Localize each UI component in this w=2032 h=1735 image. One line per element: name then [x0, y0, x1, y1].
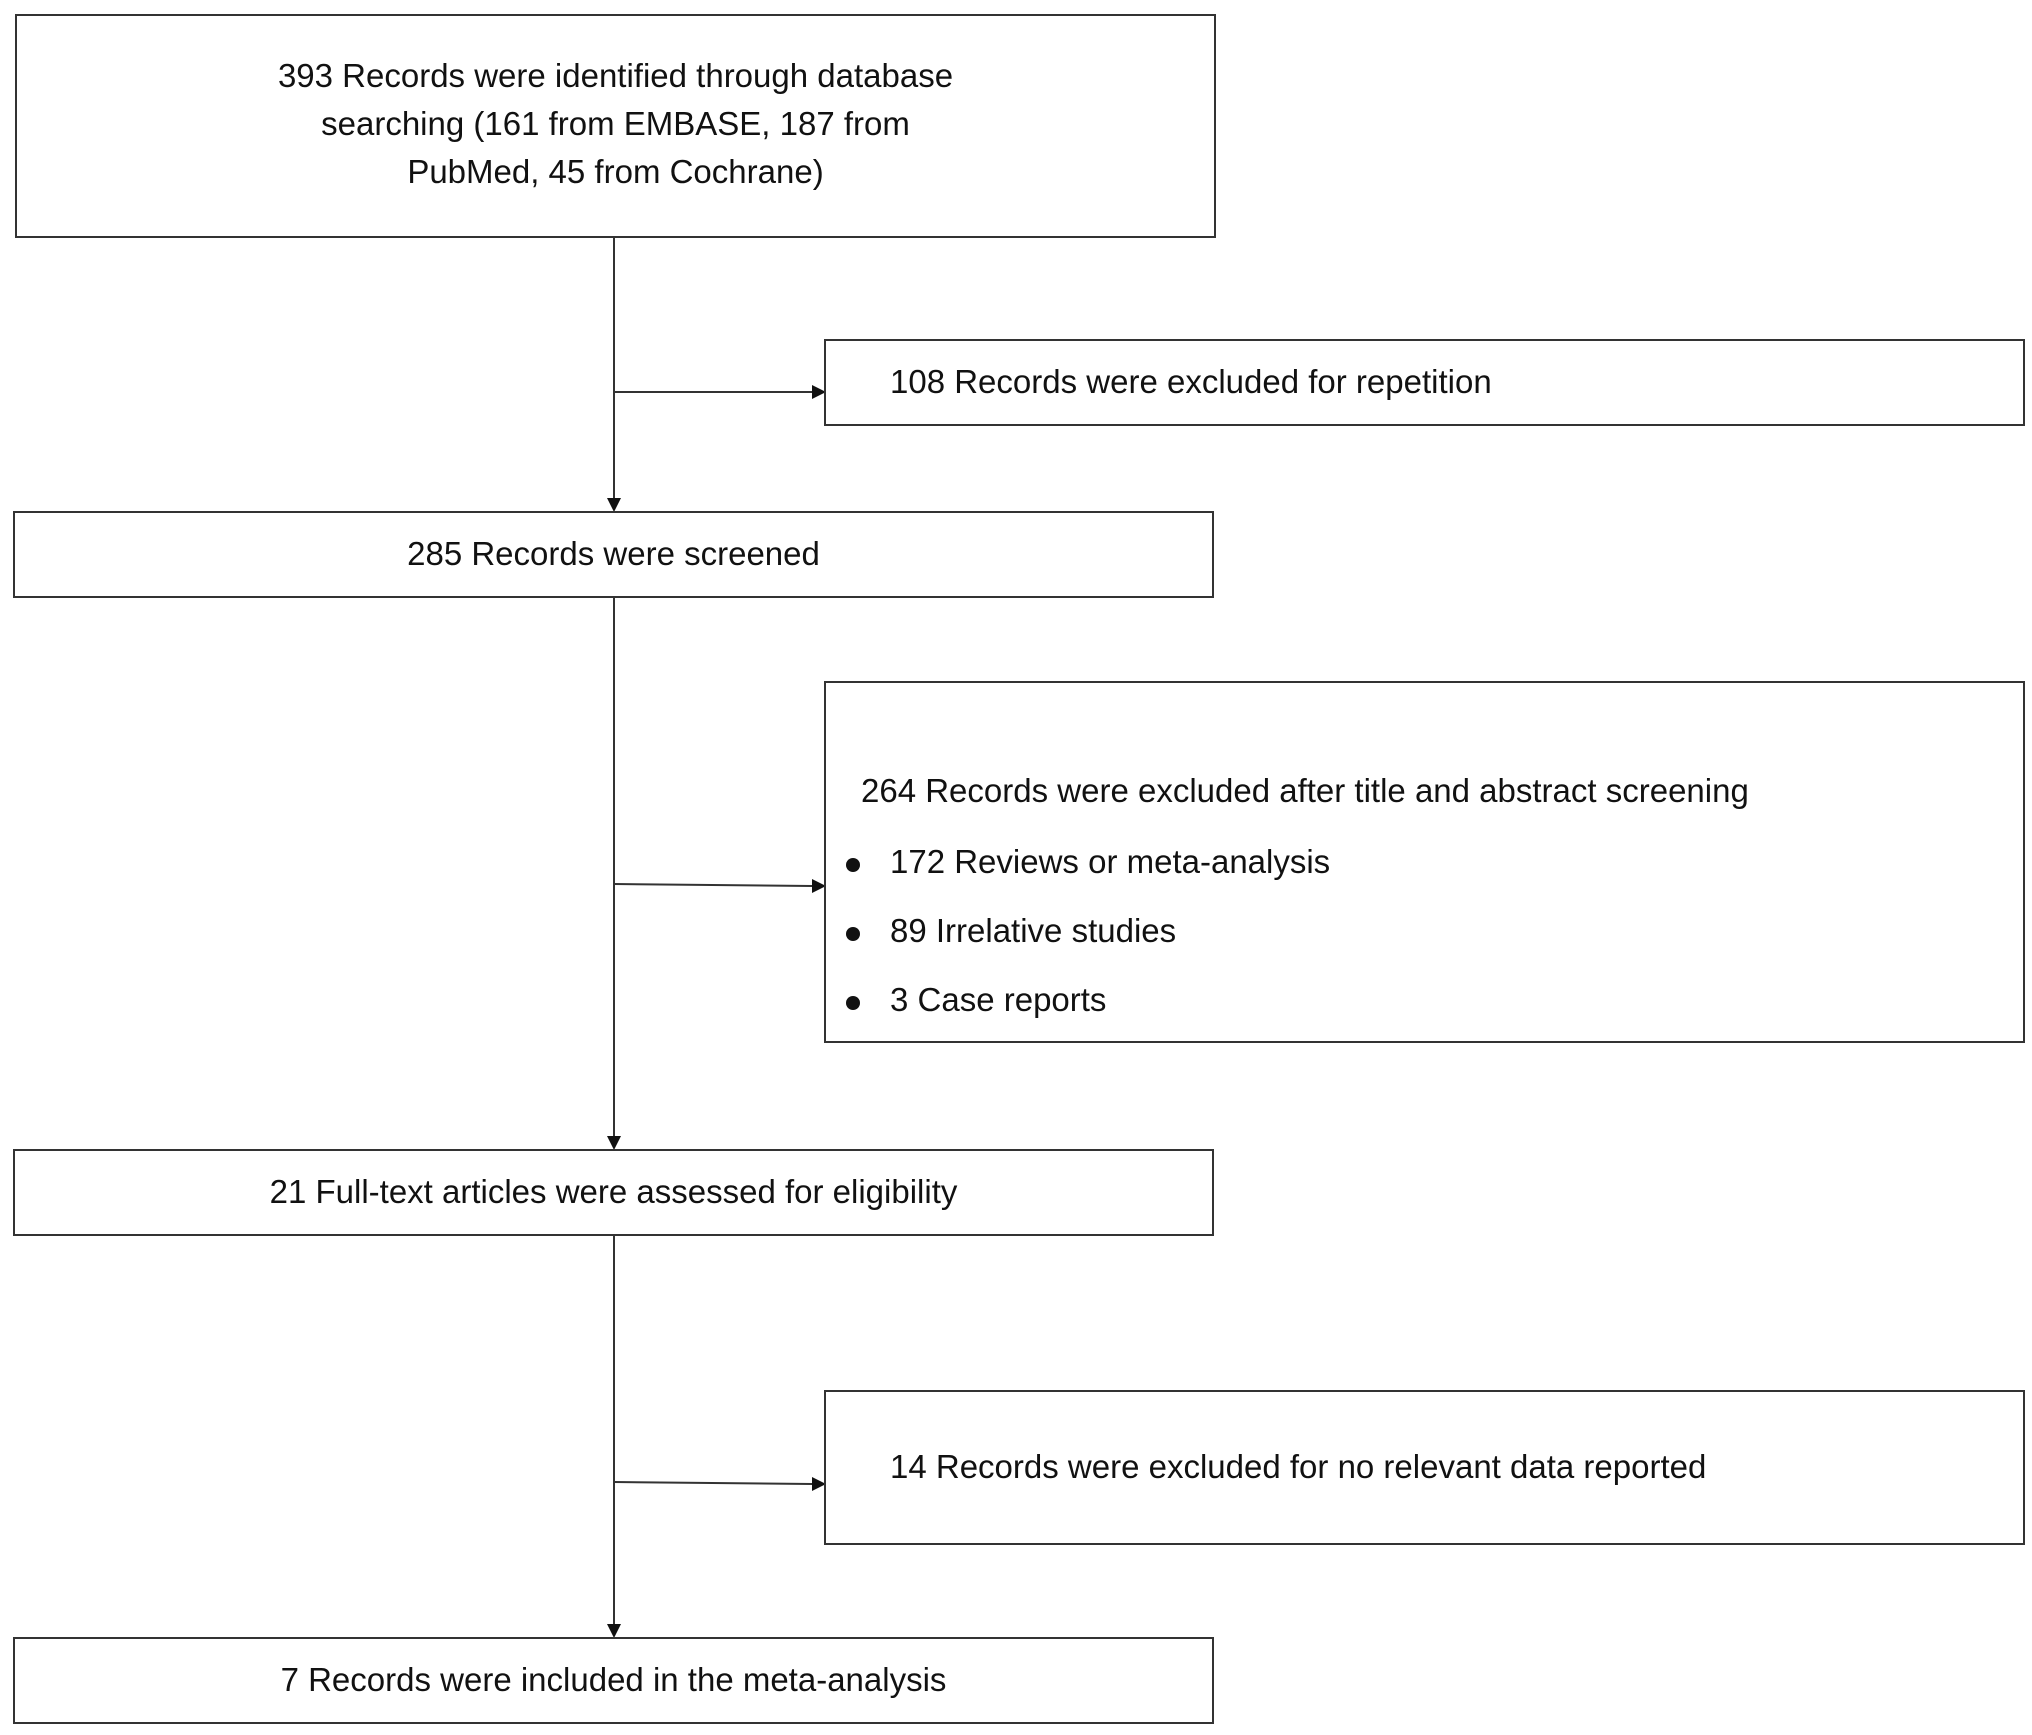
included-text: 7 Records were included in the meta-anal… — [280, 1661, 947, 1698]
screened-box: 285 Records were screened — [13, 511, 1214, 598]
arrowhead-to-assessed — [607, 1136, 621, 1150]
identified-box: 393 Records were identified through data… — [15, 14, 1216, 238]
included-box: 7 Records were included in the meta-anal… — [13, 1637, 1214, 1724]
bullet-icon — [846, 858, 860, 872]
connector-to-excluded-no-data — [613, 1481, 813, 1485]
excluded-screening-item-1: 172 Reviews or meta-analysis — [890, 843, 1331, 880]
excluded-no-data-text: 14 Records were excluded for no relevant… — [890, 1448, 1707, 1485]
connector-to-excluded-screening — [613, 883, 813, 887]
excluded-repetition-box: 108 Records were excluded for repetition — [824, 339, 2025, 426]
identified-line-1: 393 Records were identified through data… — [277, 57, 954, 94]
assessed-box: 21 Full-text articles were assessed for … — [13, 1149, 1214, 1236]
identified-line-3: PubMed, 45 from Cochrane) — [407, 153, 824, 190]
excluded-screening-item-3: 3 Case reports — [890, 981, 1107, 1018]
arrowhead-to-excluded-screening — [812, 879, 826, 893]
bullet-icon — [846, 927, 860, 941]
excluded-screening-heading: 264 Records were excluded after title an… — [861, 772, 1749, 809]
excluded-no-data-box: 14 Records were excluded for no relevant… — [824, 1390, 2025, 1545]
identified-line-2: searching (161 from EMBASE, 187 from — [321, 105, 910, 142]
screened-text: 285 Records were screened — [407, 535, 820, 572]
arrowhead-to-included — [607, 1624, 621, 1638]
excluded-screening-box: 264 Records were excluded after title an… — [824, 681, 2025, 1043]
assessed-text: 21 Full-text articles were assessed for … — [269, 1173, 958, 1210]
excluded-screening-item-2: 89 Irrelative studies — [890, 912, 1177, 949]
arrowhead-to-screened — [607, 498, 621, 512]
arrowhead-to-excluded-no-data — [812, 1477, 826, 1491]
excluded-repetition-text: 108 Records were excluded for repetition — [890, 363, 1492, 400]
bullet-icon — [846, 996, 860, 1010]
arrowhead-to-excluded-repetition — [812, 385, 826, 399]
